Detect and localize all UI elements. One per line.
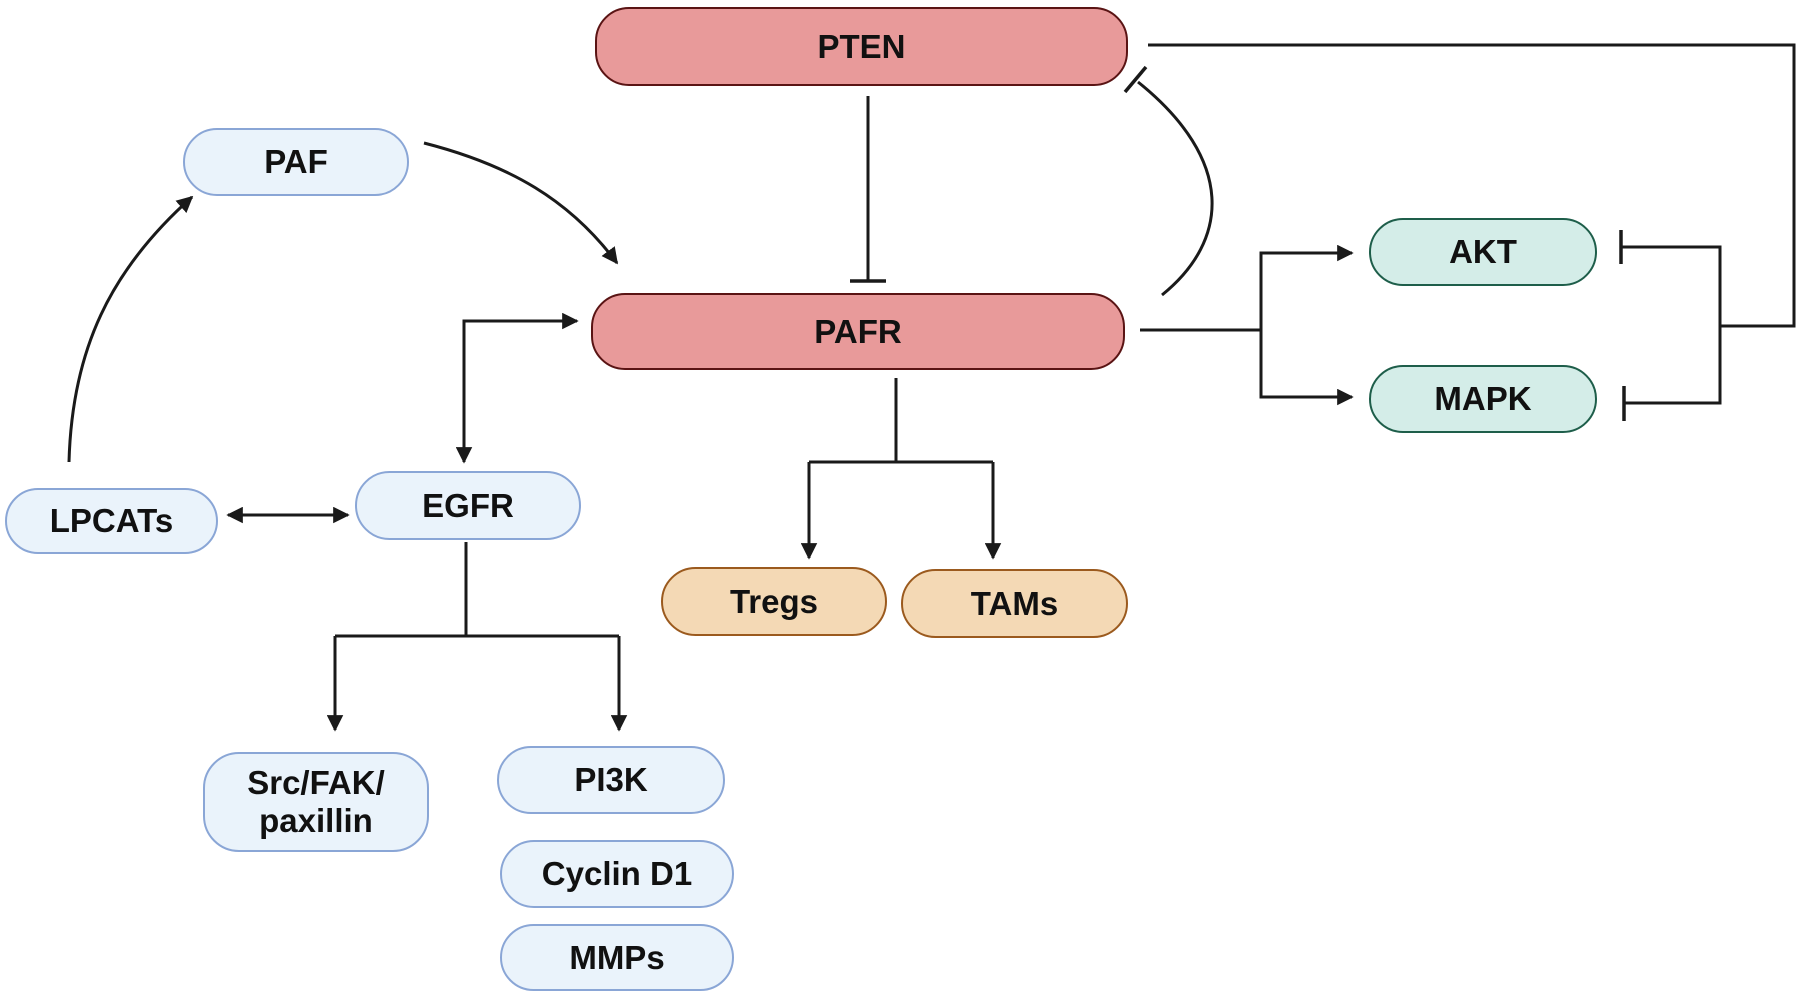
node-mapk: MAPK [1369,365,1597,433]
edge-egfr-pafr [455,312,579,464]
node-tregs: Tregs [661,567,887,636]
node-src-fak-paxillin: Src/FAK/ paxillin [203,752,429,852]
node-pafr: PAFR [591,293,1125,370]
node-egfr: EGFR [355,471,581,540]
edge-to-mapk [1259,330,1354,406]
node-cyclin-d1: Cyclin D1 [500,840,734,908]
node-pten: PTEN [595,7,1128,86]
edge-bracket-akt-mapk [1621,245,1722,405]
edge-to-src [335,634,619,730]
edge-lpcats-to-paf [67,195,194,463]
node-tams: TAMs [901,569,1128,638]
edge-pten-to-bracket [1148,43,1796,328]
edge-pafr-inhibits-pten [1137,80,1214,297]
edge-paf-to-pafr [423,141,619,265]
edge-to-tregs [809,460,993,558]
inhibit-bar-pten [1123,65,1148,94]
node-mmps: MMPs [500,924,734,991]
node-pi3k: PI3K [497,746,725,814]
node-lpcats: LPCATs [5,488,218,554]
edge-to-akt [1259,244,1354,330]
node-akt: AKT [1369,218,1597,286]
node-paf: PAF [183,128,409,196]
